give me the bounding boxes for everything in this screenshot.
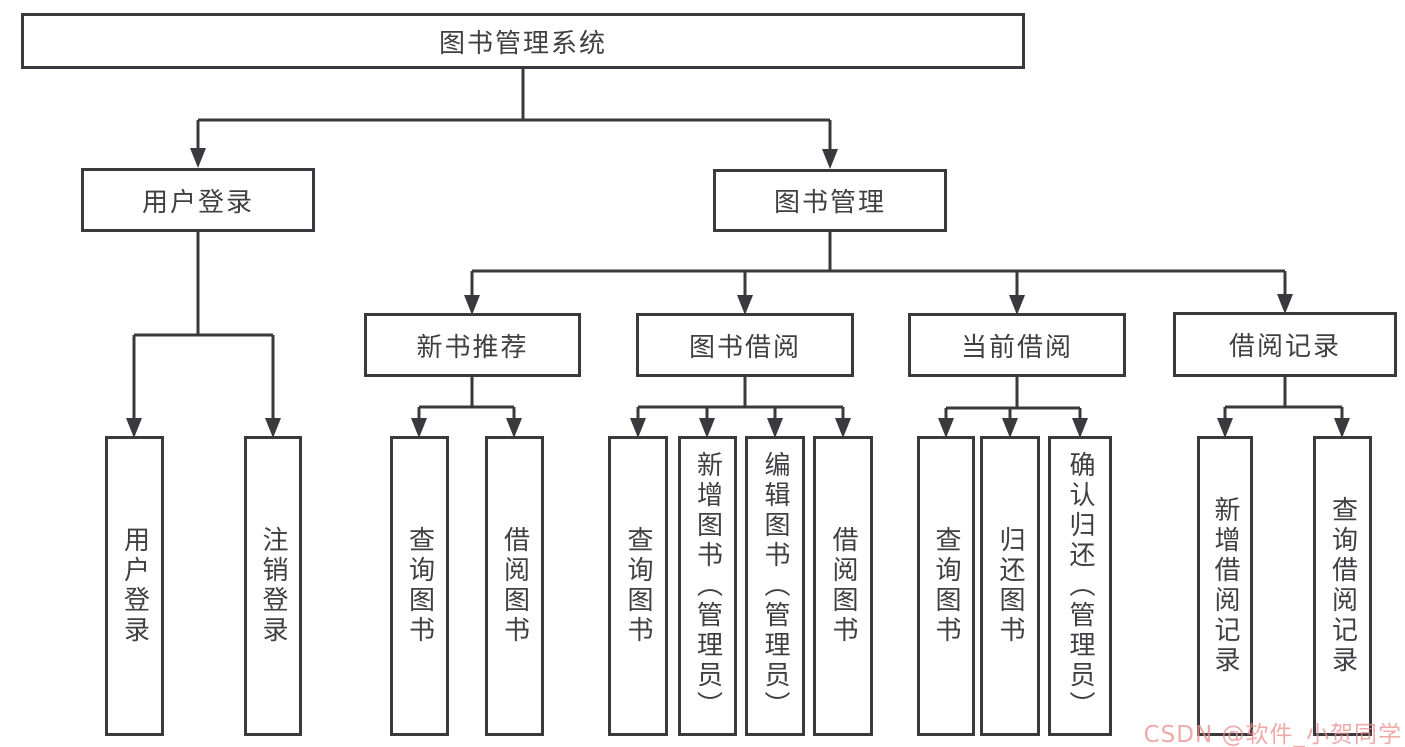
leaf-bb-query-books-label: 查询图书 xyxy=(623,526,653,646)
node-new-book-rec-label: 新书推荐 xyxy=(416,332,529,363)
connector-user-login xyxy=(132,232,275,422)
node-user-login-label: 用户登录 xyxy=(141,187,254,218)
node-borrow-record-label: 借阅记录 xyxy=(1228,332,1341,362)
leaf-cb-confirm-return-admin: 确认归还（管理员） xyxy=(1048,436,1112,736)
leaf-cb-return-books-label: 归还图书 xyxy=(995,526,1025,646)
leaf-bb-query-books: 查询图书 xyxy=(608,436,668,736)
arrowhead xyxy=(630,418,646,438)
leaf-br-query-record: 查询借阅记录 xyxy=(1313,436,1372,736)
arrowhead xyxy=(767,418,783,438)
arrowhead xyxy=(699,418,715,438)
leaf-br-query-record-label: 查询借阅记录 xyxy=(1327,496,1358,676)
node-root-label: 图书管理系统 xyxy=(438,28,607,59)
arrowhead xyxy=(737,295,753,315)
connector-root xyxy=(196,69,832,153)
leaf-cb-confirm-return-admin-label: 确认归还（管理员） xyxy=(1065,451,1095,721)
arrowhead xyxy=(464,295,480,315)
leaf-logout-label: 注销登录 xyxy=(258,526,288,646)
leaf-cb-query-books: 查询图书 xyxy=(917,436,975,736)
connector-book-borrow xyxy=(636,377,845,422)
connector-book-mgmt xyxy=(470,232,1287,299)
arrowhead xyxy=(1217,418,1233,438)
leaf-cb-return-books: 归还图书 xyxy=(980,436,1040,736)
leaf-cb-query-books-label: 查询图书 xyxy=(931,526,961,646)
arrowhead xyxy=(822,149,838,169)
leaf-bb-add-books-admin-label: 新增图书（管理员） xyxy=(692,451,723,721)
leaf-user-login: 用户登录 xyxy=(105,436,164,736)
node-new-book-rec: 新书推荐 xyxy=(364,313,581,377)
arrowhead xyxy=(1072,418,1088,438)
node-book-borrow: 图书借阅 xyxy=(636,313,854,377)
leaf-bb-add-books-admin: 新增图书（管理员） xyxy=(678,436,737,736)
node-book-mgmt: 图书管理 xyxy=(713,169,947,232)
node-user-login: 用户登录 xyxy=(81,168,315,232)
node-current-borrow: 当前借阅 xyxy=(908,313,1126,377)
node-borrow-record: 借阅记录 xyxy=(1173,312,1397,377)
arrowhead xyxy=(506,418,522,438)
arrowhead xyxy=(1002,418,1018,438)
watermark: CSDN @软件_小贺同学 xyxy=(1143,722,1402,747)
arrowhead xyxy=(1334,418,1350,438)
leaf-br-add-record-label: 新增借阅记录 xyxy=(1210,496,1240,676)
leaf-nb-borrow-books: 借阅图书 xyxy=(485,436,544,736)
leaf-br-add-record: 新增借阅记录 xyxy=(1197,436,1253,736)
node-book-mgmt-label: 图书管理 xyxy=(773,188,886,218)
leaf-nb-query-books-label: 查询图书 xyxy=(404,526,435,646)
node-current-borrow-label: 当前借阅 xyxy=(960,332,1073,363)
arrowhead xyxy=(411,418,427,438)
leaf-bb-edit-books-admin-label: 编辑图书（管理员） xyxy=(760,451,790,721)
arrowhead xyxy=(835,418,851,438)
arrowhead xyxy=(938,418,954,438)
leaf-user-login-label: 用户登录 xyxy=(119,526,150,646)
node-root: 图书管理系统 xyxy=(21,13,1025,69)
leaf-nb-query-books: 查询图书 xyxy=(390,436,449,736)
connector-current-borrow xyxy=(944,377,1082,422)
arrowhead xyxy=(1277,294,1293,314)
node-book-borrow-label: 图书借阅 xyxy=(688,332,801,363)
connector-new-book xyxy=(417,377,516,422)
arrowhead xyxy=(1009,295,1025,315)
leaf-bb-borrow-books-label: 借阅图书 xyxy=(828,526,858,646)
arrowhead xyxy=(126,418,142,438)
leaf-bb-edit-books-admin: 编辑图书（管理员） xyxy=(745,436,805,736)
leaf-nb-borrow-books-label: 借阅图书 xyxy=(499,526,530,646)
connector-borrow-record xyxy=(1223,377,1344,422)
arrowhead xyxy=(265,418,281,438)
leaf-logout: 注销登录 xyxy=(244,436,302,736)
arrowhead xyxy=(190,148,206,168)
leaf-bb-borrow-books: 借阅图书 xyxy=(813,436,873,736)
